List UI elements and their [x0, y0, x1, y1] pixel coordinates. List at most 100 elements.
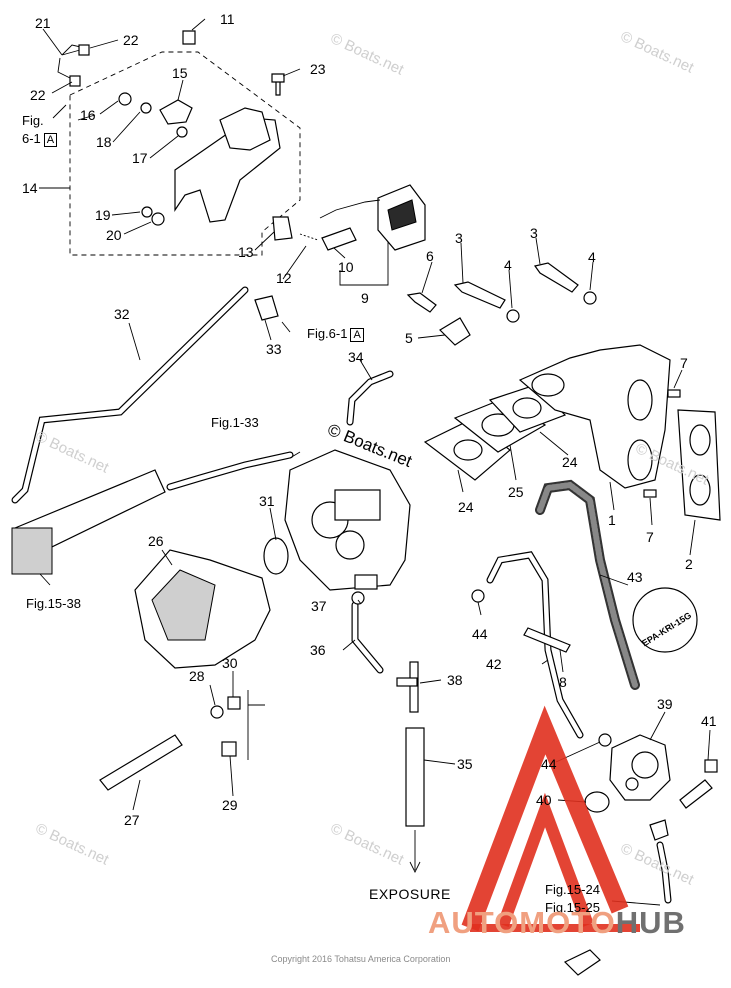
callout-41: 41 [701, 713, 717, 729]
callout-18: 18 [96, 134, 112, 150]
callout-29: 29 [222, 797, 238, 813]
washer-4-b [583, 291, 597, 305]
callout-22: 22 [30, 87, 46, 103]
washer-18 [140, 102, 152, 114]
fig-ref-box: A [350, 328, 364, 342]
fig-ref-1-33: Fig.1-33 [211, 415, 259, 430]
callout-36: 36 [310, 642, 326, 658]
callout-44: 44 [472, 626, 488, 642]
clamp-5 [439, 317, 471, 346]
o-ring-40 [584, 791, 610, 813]
washer-28 [210, 705, 224, 719]
fig-ref-15-24: Fig.15-24 [545, 882, 600, 897]
callout-1: 1 [608, 512, 616, 528]
callout-44: 44 [541, 756, 557, 772]
fig-ref-text: Fig.6-1 [307, 326, 348, 341]
fig-ref-15-25: Fig.15-25 [545, 900, 600, 915]
callout-4: 4 [588, 249, 596, 265]
callout-30: 30 [222, 655, 238, 671]
bolt-6 [406, 292, 437, 313]
callout-3: 3 [530, 225, 538, 241]
bolt-23 [271, 73, 285, 96]
callout-23: 23 [310, 61, 326, 77]
plunger-10 [321, 227, 357, 251]
brand-wordmark: AUTOMOTOHUB [428, 905, 686, 941]
clip-33 [254, 295, 279, 321]
clip-22-upper [78, 44, 90, 56]
spring-12 [299, 233, 319, 241]
clip-44-a [471, 589, 485, 603]
callout-17: 17 [132, 150, 148, 166]
silencer-assembly [99, 549, 271, 791]
fig-ref-line2: 6-1 [22, 131, 41, 146]
fig-ref-box: A [43, 133, 58, 147]
pin-7-a [667, 389, 681, 398]
hose-35 [405, 727, 425, 827]
fig-ref-15-38: Fig.15-38 [26, 596, 81, 611]
rod-assembly [11, 286, 279, 575]
brand-part2: HUB [615, 905, 686, 940]
bolt-16 [118, 92, 132, 106]
brand-part1: AUTOMOTO [428, 905, 616, 940]
clip-22-lower [69, 75, 81, 87]
callout-7: 7 [646, 529, 654, 545]
fig-ref-line1: Fig. [22, 113, 44, 128]
pipe-end [11, 527, 53, 575]
callout-13: 13 [238, 244, 254, 260]
bracket-assembly [57, 30, 426, 286]
callout-22: 22 [123, 32, 139, 48]
clip-44-b [598, 733, 612, 747]
callout-28: 28 [189, 668, 205, 684]
callout-16: 16 [80, 107, 96, 123]
bracket-9 [339, 242, 389, 286]
bolt-27 [99, 734, 183, 791]
fuel-pump-assembly [563, 734, 718, 976]
callout-38: 38 [447, 672, 463, 688]
bolt-41 [679, 779, 713, 809]
throttle-lever-15 [159, 99, 193, 125]
washer-19 [141, 206, 153, 218]
callout-2: 2 [685, 556, 693, 572]
callout-31: 31 [259, 493, 275, 509]
callout-33: 33 [266, 341, 282, 357]
callout-3: 3 [455, 230, 463, 246]
callout-34: 34 [348, 349, 364, 365]
callout-35: 35 [457, 756, 473, 772]
bolt-3-a [453, 281, 506, 309]
collar-30 [227, 696, 241, 710]
carburetor [166, 370, 411, 591]
callout-24: 24 [458, 499, 474, 515]
exposure-label: EXPOSURE [369, 886, 451, 902]
bracket-plate [219, 107, 271, 151]
callout-39: 39 [657, 696, 673, 712]
callout-19: 19 [95, 207, 111, 223]
callout-8: 8 [559, 674, 567, 690]
fuel-hoses [351, 479, 640, 874]
tee-38 [409, 661, 419, 713]
pin-7-b [643, 489, 657, 498]
leader-lines [39, 18, 711, 906]
bolt-11 [182, 30, 196, 45]
callout-7: 7 [680, 355, 688, 371]
washer-4-a [506, 309, 520, 323]
brand-logo [461, 705, 640, 932]
clip-8 [523, 627, 571, 653]
callout-9: 9 [361, 290, 369, 306]
nut-20 [151, 212, 165, 226]
callout-15: 15 [172, 65, 188, 81]
link-connector-13 [272, 216, 293, 241]
callout-43: 43 [627, 569, 643, 585]
callout-5: 5 [405, 330, 413, 346]
epa-tag-circle [632, 587, 698, 653]
callout-11: 11 [220, 11, 235, 27]
callout-6: 6 [426, 248, 434, 264]
washer-17 [176, 126, 188, 138]
copyright-text: Copyright 2016 Tohatsu America Corporati… [271, 954, 451, 964]
bolt-3-b [533, 262, 579, 293]
callout-26: 26 [148, 533, 164, 549]
solenoid-coil [387, 199, 417, 231]
callout-37: 37 [311, 598, 327, 614]
